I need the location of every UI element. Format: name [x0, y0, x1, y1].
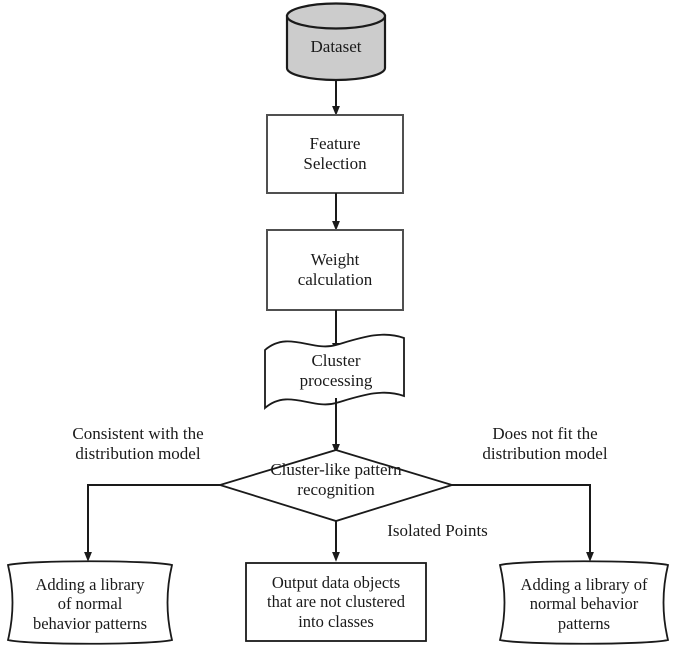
edge-label-center-branch: Isolated Points [387, 521, 488, 540]
edge-decision-left-branch [84, 484, 220, 562]
node-decision[interactable] [216, 449, 456, 522]
node-cluster-processing[interactable] [264, 333, 405, 410]
edge-decision-right-branch [452, 484, 594, 562]
node-left-output[interactable] [6, 560, 174, 645]
node-dataset[interactable] [285, 2, 387, 82]
node-feature-selection[interactable] [266, 114, 404, 194]
node-weight-calculation[interactable] [266, 229, 404, 311]
edge-label-right-branch: Does not fit the distribution model [482, 424, 608, 464]
node-right-output[interactable] [498, 560, 670, 645]
edge-label-left-branch: Consistent with the distribution model [72, 424, 204, 464]
node-middle-output[interactable] [245, 562, 427, 642]
